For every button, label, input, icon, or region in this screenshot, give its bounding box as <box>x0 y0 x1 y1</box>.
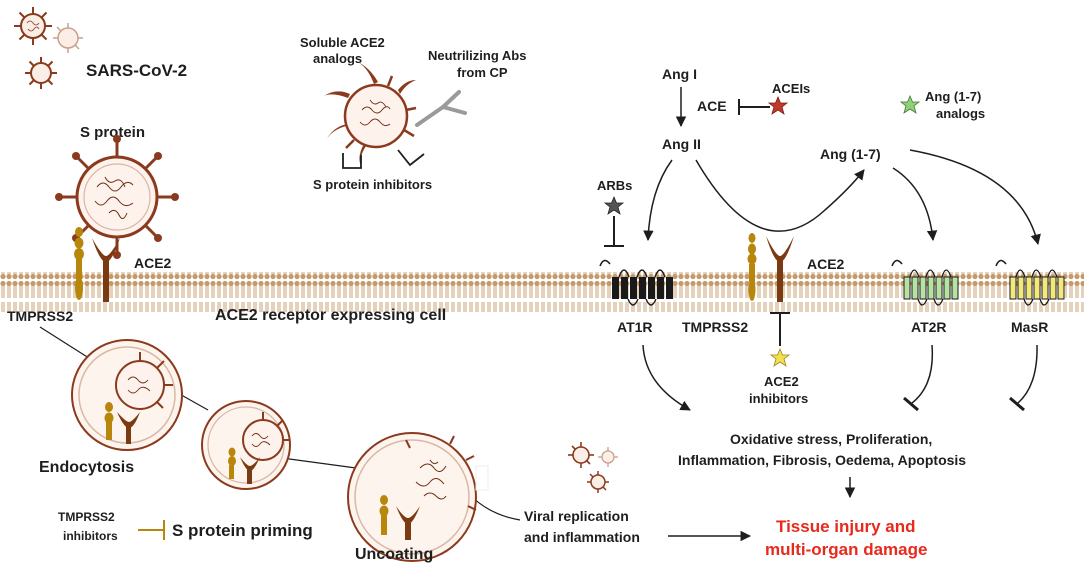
masr-to-effects-inhibit <box>1017 344 1038 404</box>
injury-label-2: multi-organ damage <box>765 540 927 559</box>
endocytosis-label: Endocytosis <box>39 459 134 476</box>
at2r-receptor <box>891 259 959 306</box>
ace2-inhibit-symbol <box>770 312 790 346</box>
virion-small-1 <box>14 7 52 45</box>
at1r-receptor <box>599 259 673 306</box>
nabs-label-2: from CP <box>457 65 508 80</box>
connector-3 <box>281 457 357 469</box>
ace-inhibit-symbol <box>738 99 770 115</box>
ace2-left-label: ACE2 <box>134 255 172 271</box>
endosome-2 <box>201 400 291 490</box>
uncoating-label: Uncoating <box>355 546 433 563</box>
tmprss2-top-label: TMPRSS2 <box>7 308 73 324</box>
virion-soluble-ace2 <box>324 62 417 168</box>
effects-label-2: Inflammation, Fibrosis, Oedema, Apoptosi… <box>678 452 966 468</box>
at1r-label: AT1R <box>617 319 653 335</box>
effects-label-1: Oxidative stress, Proliferation, <box>730 431 932 447</box>
connector-4 <box>469 494 521 521</box>
s-inhibitor-bracket-2 <box>397 149 425 167</box>
soluble-ace2-label-1: Soluble ACE2 <box>300 35 385 50</box>
virus-label: SARS-CoV-2 <box>86 61 187 80</box>
masr-receptor <box>995 259 1065 306</box>
connector-1 <box>39 326 93 361</box>
ace2-inhibitors-label-2: inhibitors <box>749 391 808 406</box>
acei-molecule-icon <box>767 95 789 115</box>
tmprss2-protein-left <box>74 227 84 300</box>
tmprss2-inhibitors-label-2: inhibitors <box>63 529 118 543</box>
ang2-label: Ang II <box>662 136 701 152</box>
cell-label: ACE2 receptor expressing cell <box>215 307 446 324</box>
virion-small-2 <box>53 23 83 53</box>
ace2-receptor-left <box>92 238 120 302</box>
progeny-virion-3 <box>587 471 609 493</box>
tmprss2-inhibit-symbol <box>138 520 165 540</box>
masr-inhibit-bar <box>1009 396 1025 412</box>
ang2-to-ang17-arrow <box>695 159 865 232</box>
virion-small-3 <box>25 57 57 89</box>
viral-replication-label-2: and inflammation <box>524 529 640 545</box>
antibody-icon <box>415 90 467 127</box>
ang17-analog-molecule-icon <box>899 94 921 114</box>
viral-replication-label-1: Viral replication <box>524 508 629 524</box>
at2r-to-effects-inhibit <box>911 344 934 404</box>
virion-large <box>55 135 179 259</box>
ace2-right-label: ACE2 <box>807 256 845 272</box>
ang1-label: Ang I <box>662 66 697 82</box>
ace2-receptor-right <box>766 236 794 302</box>
tmprss2-inhibitors-label-1: TMPRSS2 <box>58 510 115 524</box>
progeny-virion-2 <box>598 447 618 467</box>
ace2-inhibitors-label-1: ACE2 <box>764 374 799 389</box>
at1r-to-effects-arrow <box>642 344 691 411</box>
progeny-virion-1 <box>568 442 594 468</box>
arb-inhibit-symbol <box>604 216 624 247</box>
ang17-analogs-label-2: analogs <box>936 106 985 121</box>
tmprss2-mid-label: TMPRSS2 <box>682 319 748 335</box>
ace-label: ACE <box>697 98 727 114</box>
s-inhibitor-bracket-1 <box>342 153 362 169</box>
cell-membrane <box>0 272 1084 312</box>
s-priming-label: S protein priming <box>172 521 313 540</box>
arb-molecule-icon <box>603 195 625 215</box>
ang17-label: Ang (1-7) <box>820 146 881 162</box>
injury-label-1: Tissue injury and <box>776 517 916 536</box>
ang17-to-masr-arrow <box>909 149 1041 246</box>
ang2-to-at1r-arrow <box>643 159 673 242</box>
nabs-label-1: Neutrilizing Abs <box>428 48 526 63</box>
ang17-to-at2r-arrow <box>892 167 938 242</box>
arbs-label: ARBs <box>597 178 632 193</box>
at2r-label: AT2R <box>911 319 947 335</box>
aceis-label: ACEIs <box>772 81 810 96</box>
ang17-analogs-label-1: Ang (1-7) <box>925 89 981 104</box>
endosome-3 <box>347 432 489 562</box>
ace2-inhibitor-molecule-icon <box>769 347 791 367</box>
at2r-inhibit-bar <box>903 396 919 412</box>
masr-label: MasR <box>1011 319 1048 335</box>
s-inhibitors-label: S protein inhibitors <box>313 177 432 192</box>
endosome-1 <box>71 339 183 451</box>
s-protein-label: S protein <box>80 124 145 141</box>
soluble-ace2-label-2: analogs <box>313 51 362 66</box>
tmprss2-protein-right <box>747 233 757 301</box>
